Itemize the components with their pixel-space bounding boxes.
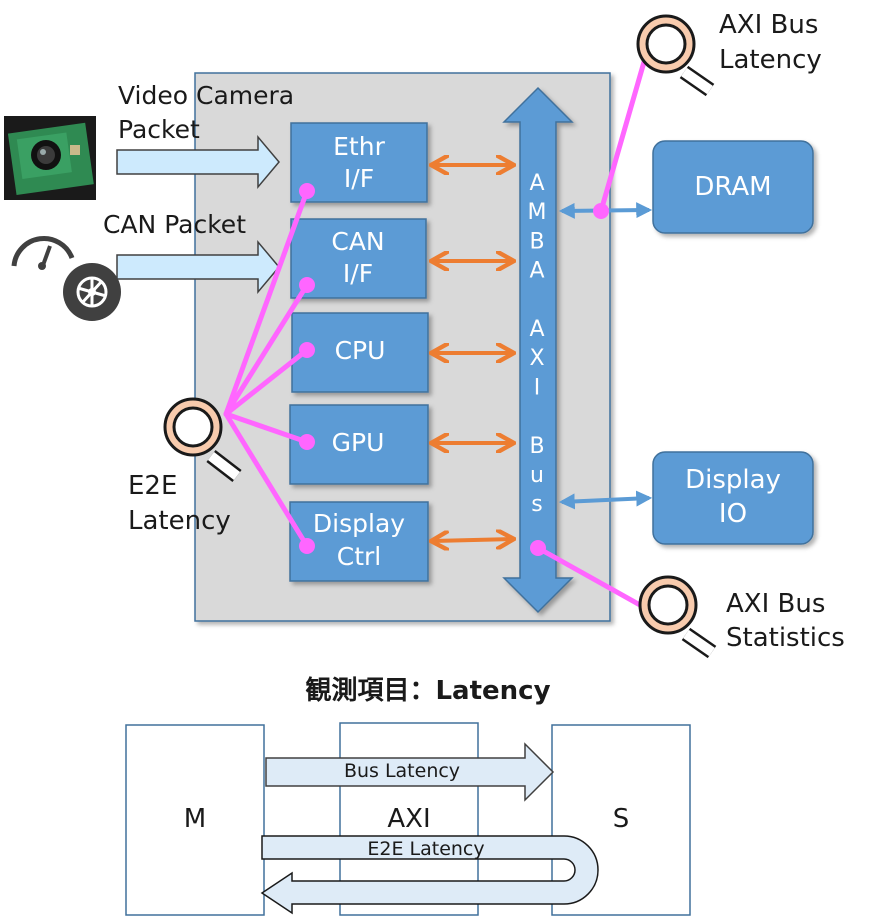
master-label: M — [184, 804, 206, 834]
bus-label-char: A — [529, 171, 544, 196]
can-label: CAN — [331, 227, 384, 256]
probe-lines — [223, 59, 647, 608]
display-label: Display — [313, 509, 405, 538]
e2e-label-2: Latency — [128, 506, 231, 536]
speedometer-icon — [11, 236, 75, 270]
orange-arrows — [433, 165, 512, 541]
e2e-latency-arrow — [260, 835, 599, 915]
magnifier-icon — [163, 397, 242, 482]
cpu-block — [291, 312, 429, 393]
video-packet-label: Packet — [118, 115, 200, 144]
video-input-arrow — [116, 134, 280, 190]
axi-latency-label-1: AXI Bus — [719, 10, 818, 40]
ethr-label: Ethr — [333, 132, 385, 161]
dram-block — [652, 140, 814, 234]
bus-latency-arrow — [265, 742, 555, 802]
bus-label-char: u — [530, 463, 544, 488]
can-if-label: I/F — [343, 259, 373, 288]
display-io-label-1: Display — [685, 465, 781, 495]
slave-label: S — [613, 804, 630, 834]
cpu-label: CPU — [335, 336, 386, 365]
legend-title: 観測項目：Latency — [305, 675, 550, 706]
magnifier-icon — [636, 14, 715, 97]
bus-label-char: A — [529, 259, 544, 284]
wheel-icon — [63, 263, 121, 321]
dram-label: DRAM — [694, 172, 771, 202]
master-box — [125, 724, 265, 916]
bus-label-char: s — [531, 492, 542, 517]
axi-latency-label-2: Latency — [719, 45, 822, 75]
bus-label-char: M — [528, 200, 547, 225]
can-input-arrow — [116, 239, 280, 295]
display-io-label-2: IO — [719, 499, 747, 529]
probe-dots — [299, 183, 609, 556]
can-packet-label: CAN Packet — [103, 210, 246, 239]
ctrl-label: Ctrl — [337, 542, 381, 571]
e2e-latency-label: E2E Latency — [367, 838, 484, 860]
bus-label-char: B — [529, 229, 544, 254]
video-camera-label: Video Camera — [118, 81, 294, 110]
gpu-label: GPU — [332, 428, 385, 457]
display-io-block — [652, 451, 814, 545]
bus-label-char: A — [529, 317, 544, 342]
axi-stats-label-2: Statistics — [726, 623, 845, 653]
bus-display-io-arrow — [558, 490, 653, 510]
amba-axi-bus-arrow — [502, 86, 574, 614]
e2e-label-1: E2E — [128, 471, 177, 501]
bus-label-char: X — [529, 346, 544, 371]
axi-label: AXI — [387, 804, 430, 834]
camera-icon — [4, 116, 96, 200]
axi-stats-label-1: AXI Bus — [726, 589, 825, 619]
bus-label-char: B — [529, 434, 544, 459]
magnifier-icon — [638, 575, 717, 659]
ethr-if-label: I/F — [344, 164, 374, 193]
bus-latency-label: Bus Latency — [344, 760, 460, 782]
bus-label-char: I — [534, 375, 541, 400]
